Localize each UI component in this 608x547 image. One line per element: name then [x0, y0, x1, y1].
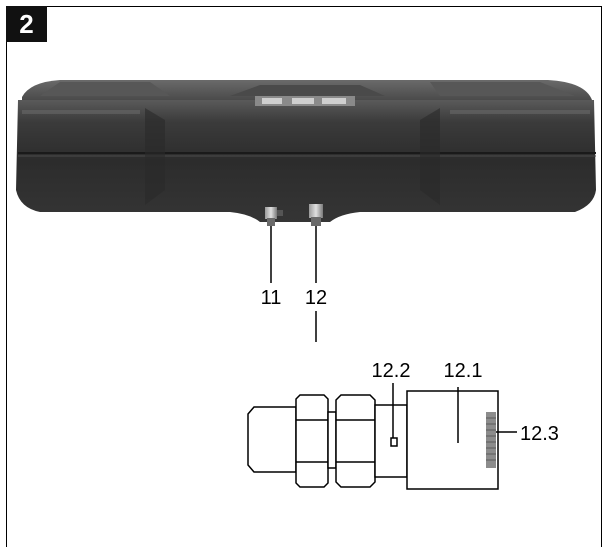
callout-12-3: 12.3: [520, 423, 559, 445]
grip-texture-12-3: [486, 412, 496, 468]
connector-detail-drawing: [247, 390, 499, 490]
callout-12-2: 12.2: [372, 360, 411, 382]
connector-11: [265, 207, 283, 226]
device-housing: [16, 80, 596, 222]
figure-number-badge: 2: [6, 6, 47, 42]
figure-frame: [6, 6, 602, 547]
callout-11: 11: [261, 287, 282, 309]
callout-12: 12: [305, 287, 327, 309]
callout-12-1: 12.1: [444, 360, 483, 382]
connector-12: [309, 204, 323, 226]
